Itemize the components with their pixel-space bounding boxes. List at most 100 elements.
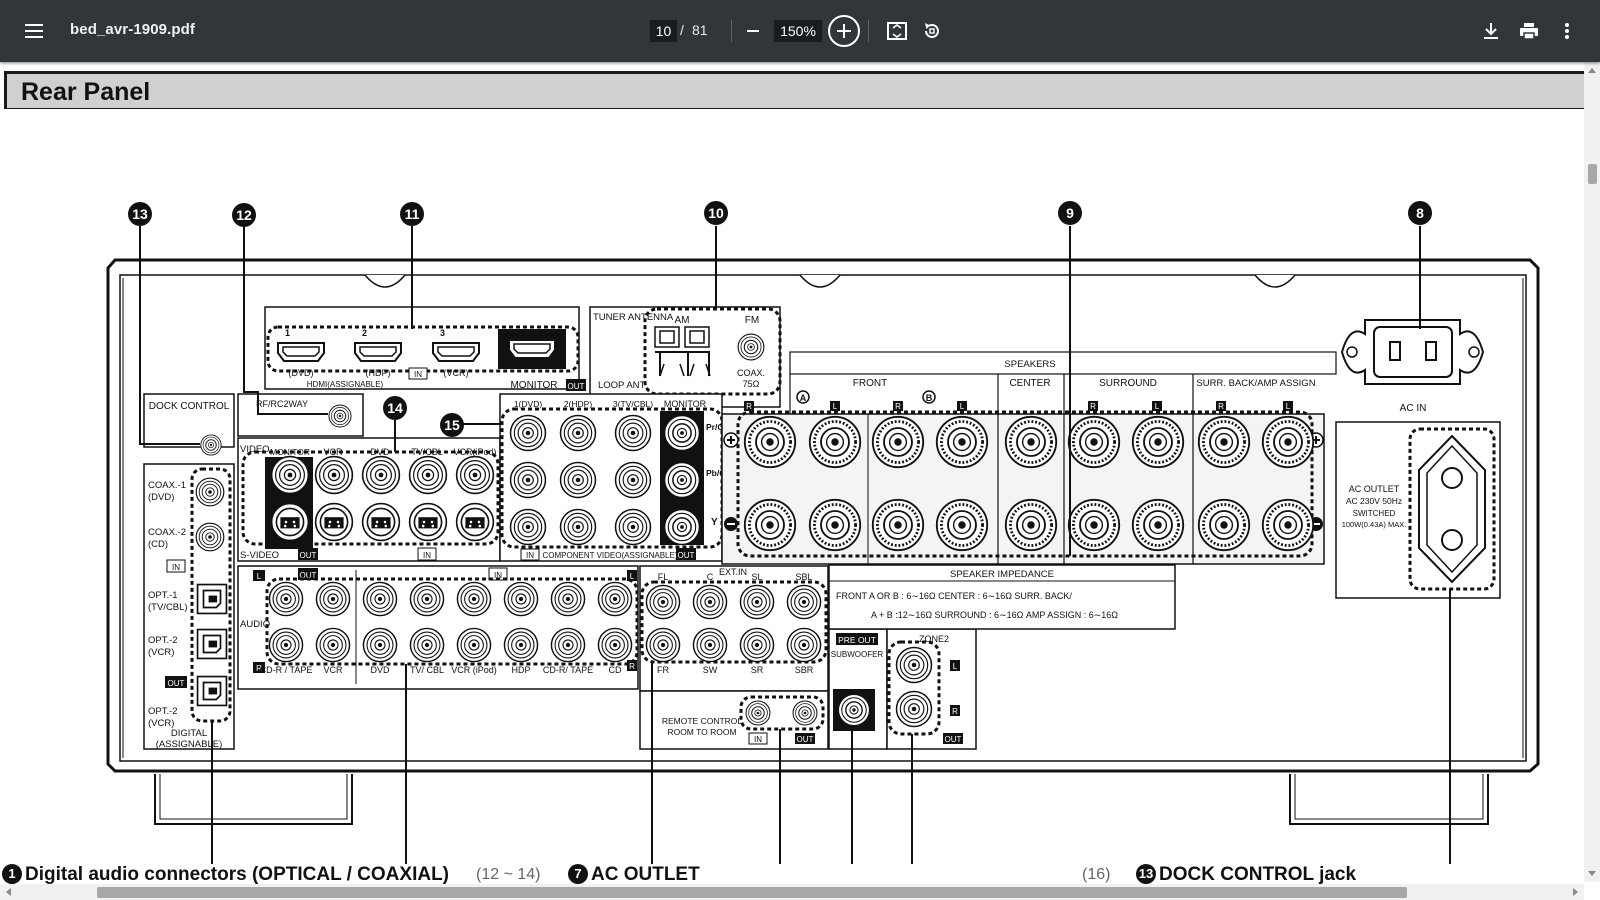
digital-out-tag: OUT [168, 679, 185, 688]
audio-col-vcr: VCR [323, 665, 343, 675]
pr-label: Pr/Cr [706, 422, 727, 432]
comp-col-1: 1(DVD) [514, 399, 543, 409]
loop-ant-label: LOOP ANT [598, 380, 646, 391]
caption-num: 13 [1136, 864, 1156, 884]
ext-in-label: EXT.IN [719, 567, 747, 577]
hdmi-out-tag: OUT [568, 382, 585, 391]
audio-r-tag-right: R [629, 662, 635, 671]
remote-label: REMOTE CONTROL [662, 716, 743, 726]
hdmi-monitor-label: MONITOR [510, 380, 557, 391]
scroll-down-icon[interactable] [1584, 866, 1600, 880]
rotate-icon[interactable] [919, 18, 945, 44]
coax-label: COAX. [737, 368, 765, 378]
pdf-viewer: Rear Panel [0, 62, 1600, 900]
audio-col-tvcbl: TV/ CBL [410, 665, 444, 675]
zoom-in-icon[interactable] [826, 13, 862, 49]
hdmi-num-1: 1 [285, 328, 290, 338]
audio-out-tag: OUT [300, 571, 317, 580]
spk-r-tag: R [895, 402, 901, 411]
caption-text: DOCK CONTROL jack [1159, 864, 1357, 885]
document-title: bed_avr-1909.pdf [70, 21, 195, 38]
rear-panel-diagram: DOCK CONTROL COAX.-1 (DVD) COAX.-2 (CD) … [106, 201, 1540, 864]
ac-outlet-switched: SWITCHED [1353, 509, 1396, 518]
page-number-input[interactable]: 10 [650, 20, 677, 42]
comp-col-monitor: MONITOR [664, 399, 707, 409]
audio-label: AUDIO [240, 619, 270, 630]
video-col-monitor: MONITOR [270, 447, 310, 457]
vertical-scrollbar[interactable] [1584, 62, 1600, 882]
speaker-impedance-title: SPEAKER IMPEDANCE [950, 569, 1054, 580]
speaker-front-label: FRONT [853, 378, 887, 389]
ac-outlet-label: AC OUTLET [1349, 484, 1400, 494]
ext-fl: FL [658, 572, 669, 582]
impedance-line-2: A + B :12∼16Ω SURROUND : 6∼16Ω AMP ASSIG… [871, 610, 1118, 620]
callout-13: 13 [132, 206, 148, 222]
spk-l-tag: L [1155, 402, 1160, 411]
opt2-out-sub: (VCR) [148, 718, 174, 729]
ext-sr: SR [751, 665, 764, 675]
ext-sl: SL [751, 572, 762, 582]
opt2-label: OPT.-2 [148, 635, 178, 646]
pre-out-tag: PRE OUT [838, 635, 876, 645]
dock-control-label: DOCK CONTROL [149, 401, 230, 412]
opt2-out-label: OPT.-2 [148, 706, 178, 717]
fit-page-icon[interactable] [884, 18, 910, 44]
caption-num: 1 [2, 864, 22, 884]
horizontal-scroll-thumb[interactable] [97, 887, 1407, 898]
audio-l-tag: L [257, 572, 262, 581]
digital-in-tag: IN [172, 563, 180, 572]
front-b-badge: B [926, 393, 933, 403]
assignable-label: (ASSIGNABLE) [156, 739, 223, 750]
ext-fr: FR [657, 665, 669, 675]
audio-col-cdr2: CD-R/ TAPE [543, 665, 593, 675]
opt1-label: OPT.-1 [148, 590, 178, 601]
coax2-sub: (CD) [148, 539, 168, 550]
pdf-toolbar: bed_avr-1909.pdf 10 / 81 150% [0, 0, 1600, 62]
speaker-surrback-label: SURR. BACK/AMP ASSIGN [1196, 378, 1315, 389]
comp-col-3: 3(TV/CBL) [613, 399, 653, 409]
ext-sw: SW [703, 665, 718, 675]
hdmi-sub-3: (VCR) [444, 368, 469, 378]
zoom-out-icon[interactable] [740, 18, 766, 44]
ext-sbl: SBL [795, 572, 812, 582]
callout-11: 11 [405, 206, 420, 222]
video-col-tvcbl: TV/CBL [411, 447, 443, 457]
audio-r-tag: R [256, 664, 262, 673]
page-separator: / [680, 22, 684, 38]
scroll-right-icon[interactable] [1568, 884, 1582, 900]
toolbar-divider [868, 20, 869, 42]
callout-8: 8 [1416, 205, 1424, 221]
remote-out-tag: OUT [797, 735, 814, 744]
download-icon[interactable] [1478, 18, 1504, 44]
comp-col-2: 2(HDP) [564, 399, 593, 409]
video-col-dvd: DVD [370, 447, 390, 457]
callout-10: 10 [708, 205, 724, 221]
audio-col-hdp: HDP [511, 665, 530, 675]
digital-label: DIGITAL [171, 728, 207, 739]
ac-in-label: AC IN [1400, 403, 1427, 414]
caption-num: 7 [568, 864, 588, 884]
vertical-scroll-thumb[interactable] [1588, 164, 1597, 184]
scroll-left-icon[interactable] [2, 884, 16, 900]
zone2-label: ZONE2 [919, 634, 949, 644]
print-icon[interactable] [1516, 18, 1542, 44]
fm-label: FM [745, 315, 759, 326]
scroll-up-icon[interactable] [1584, 64, 1600, 78]
hamburger-menu-icon[interactable] [18, 16, 50, 46]
video-col-vcr: VCR [323, 447, 343, 457]
audio-col-vcripod: VCR (iPod) [451, 665, 497, 675]
coax1-label: COAX.-1 [148, 480, 186, 491]
am-label: AM [675, 315, 690, 326]
horizontal-scrollbar[interactable] [0, 884, 1584, 900]
callout-14: 14 [387, 400, 403, 416]
comp-in-tag: IN [526, 551, 534, 560]
ohm75-label: 75Ω [743, 379, 760, 389]
video-col-vcripod: VCR(iPod) [453, 447, 496, 457]
zoom-level-input[interactable]: 150% [774, 20, 822, 42]
speaker-center-label: CENTER [1009, 378, 1050, 389]
front-a-badge: A [800, 393, 807, 403]
more-vert-icon[interactable] [1554, 18, 1580, 44]
